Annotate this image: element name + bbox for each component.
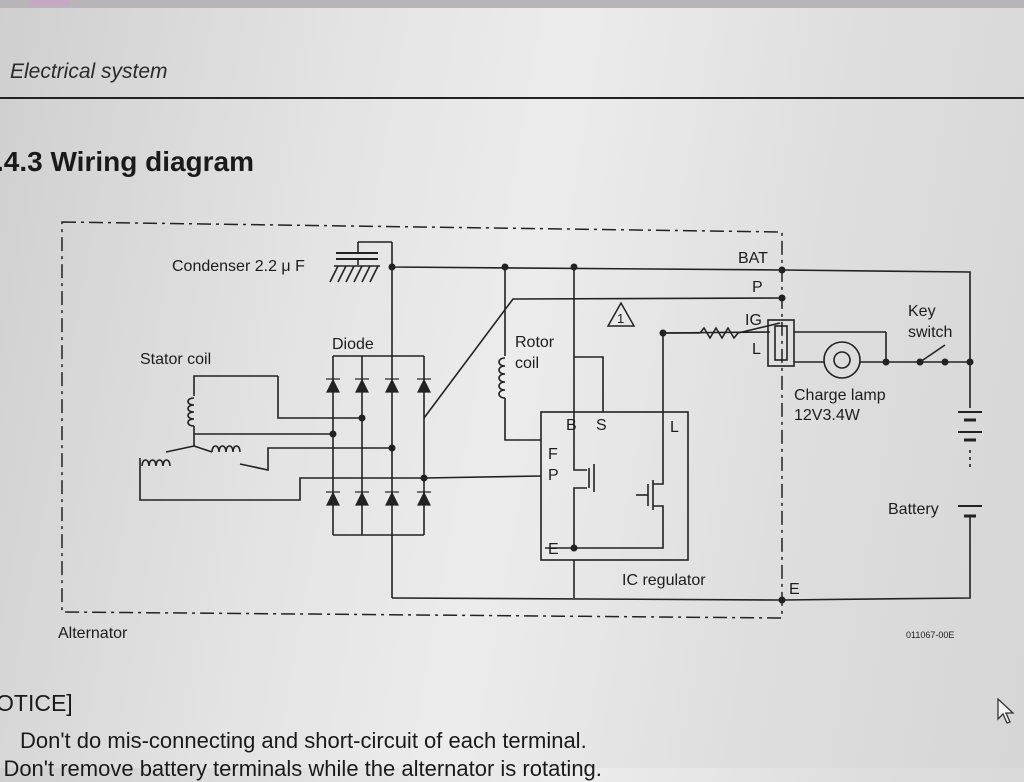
diode — [355, 491, 369, 506]
regulator-p-label: P — [548, 467, 559, 484]
p-terminal-wire — [423, 297, 783, 419]
diode — [326, 378, 340, 393]
diode — [355, 378, 369, 393]
regulator-b-label: B — [566, 417, 577, 434]
diode — [417, 491, 431, 506]
alternator-label: Alternator — [58, 625, 128, 640]
ic-regulator-label: IC regulator — [622, 572, 706, 589]
charge-lamp-symbol — [823, 341, 861, 379]
header-rule — [0, 97, 1024, 99]
mouse-cursor-icon — [997, 697, 1015, 724]
notice-item-1-marker: ) — [0, 728, 20, 754]
section-header: Electrical system — [10, 60, 168, 83]
rotor-coil-winding — [498, 357, 506, 399]
stator-coil-right — [211, 445, 241, 453]
diode — [326, 491, 340, 506]
window-top-bar — [0, 0, 1024, 8]
warning-mark: 1 — [617, 311, 624, 326]
rotor-coil-label-1: Rotor — [515, 334, 555, 351]
regulator-e-label: E — [548, 541, 559, 558]
ig-l-connector — [767, 319, 795, 367]
stator-coil-top — [187, 397, 195, 427]
charge-lamp-label-1: Charge lamp — [794, 387, 886, 404]
battery-label: Battery — [888, 501, 939, 518]
ig-label: IG — [745, 312, 762, 329]
diode — [417, 378, 431, 393]
alternator-boundary — [61, 221, 783, 619]
notice-item-1-text: Don't do mis-connecting and short-circui… — [20, 728, 587, 753]
key-switch-label-2: switch — [908, 324, 952, 341]
figure-code: 011067-00E — [906, 630, 954, 640]
ig-resistor — [699, 326, 739, 340]
junction-dots — [329, 263, 974, 604]
diode — [385, 378, 399, 393]
window-tab[interactable] — [30, 0, 70, 6]
diode — [385, 491, 399, 506]
ic-regulator-box — [540, 411, 689, 561]
l-label: L — [752, 341, 761, 358]
stator-coil-left — [141, 459, 171, 467]
stator-coil-label: Stator coil — [140, 351, 211, 368]
bat-label: BAT — [738, 250, 768, 267]
e-terminal-label: E — [789, 581, 800, 598]
battery-symbol — [958, 411, 982, 518]
warning-triangle-icon — [606, 301, 636, 327]
wiring-diagram: Condenser 2.2 μ F BAT P IG L Key switch … — [58, 221, 982, 640]
notice-item-2: ) Don't remove battery terminals while t… — [0, 756, 602, 781]
charge-lamp-label-2: 12V3.4W — [794, 407, 861, 424]
page-heading: .4.3 Wiring diagram — [0, 146, 255, 177]
condenser-symbol — [329, 241, 392, 283]
notice-title: OTICE] — [0, 690, 73, 716]
key-switch-label-1: Key — [908, 303, 936, 320]
bat-wire — [391, 242, 971, 408]
rotor-coil-label-2: coil — [515, 355, 539, 372]
regulator-s-label: S — [596, 417, 607, 434]
p-label: P — [752, 279, 763, 296]
diode-bridge — [326, 378, 431, 506]
regulator-f-label: F — [548, 446, 558, 463]
diode-label: Diode — [332, 336, 374, 353]
notice-item-1: )Don't do mis-connecting and short-circu… — [0, 728, 587, 754]
condenser-label: Condenser 2.2 μ F — [172, 258, 305, 275]
regulator-l-label: L — [670, 419, 679, 436]
